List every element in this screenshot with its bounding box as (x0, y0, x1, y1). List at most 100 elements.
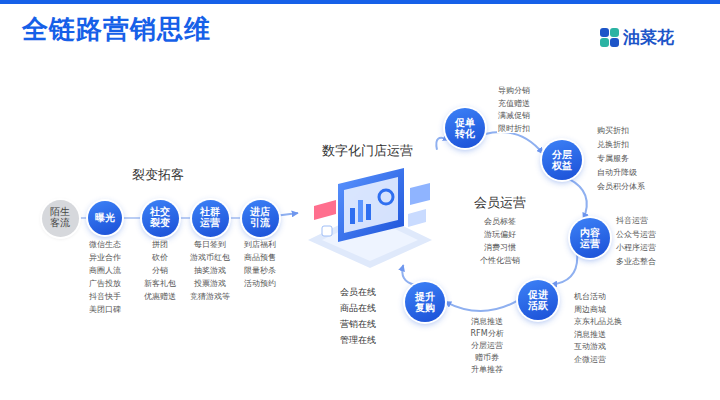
list-item: 消息推送 (470, 317, 504, 326)
chart-bar (366, 204, 371, 220)
list-item: 互动游戏 (573, 342, 607, 351)
online-item: 营销在线 (339, 319, 377, 329)
source-circle: 陌生客流 (42, 200, 79, 237)
list-item: 新客礼包 (143, 279, 177, 288)
list-item: 导购分销 (497, 86, 531, 95)
online-item: 商品在线 (339, 303, 377, 313)
node-label: 陌生客流 (50, 207, 71, 229)
step-circle: 进店引流 (242, 200, 279, 237)
chain-line (229, 217, 242, 219)
list-item: 商品预售 (243, 253, 277, 262)
cycle-circle: 内容运营 (570, 218, 610, 258)
node-label: 社群运营 (200, 207, 221, 229)
logo-square (610, 28, 619, 37)
flow-arrow (436, 138, 449, 150)
node-label: 促单转化 (454, 117, 476, 140)
list-item: 专属服务 (596, 154, 630, 163)
store-illustration (308, 168, 432, 268)
list-item: 微信生态 (88, 240, 122, 249)
list-item: 广告投放 (88, 279, 122, 288)
step-circle: 曝光 (88, 201, 122, 235)
list-item: 砍价 (151, 253, 169, 262)
chain-line (179, 217, 192, 219)
list-item: 自动升降级 (596, 168, 638, 177)
list-item: 抖音快手 (88, 292, 122, 301)
top-bar (0, 0, 720, 4)
list-item: 到店福利 (243, 240, 277, 249)
node-label: 提升复购 (414, 291, 436, 314)
logo-square (610, 38, 619, 47)
list-item: 活动预约 (243, 279, 277, 288)
list-item: 游戏币红包 (189, 253, 231, 262)
list-item: RFM分析 (469, 329, 504, 338)
list-item: 分销 (151, 266, 169, 275)
flow-arrow (402, 265, 415, 285)
list-item: 优惠赠送 (143, 292, 177, 301)
logo-square (600, 28, 609, 37)
logo-square (600, 38, 609, 47)
list-item: 异业合作 (88, 253, 122, 262)
list-item: 消息推送 (573, 330, 607, 339)
list-item: 抽奖游戏 (193, 266, 227, 275)
logo-icon (600, 28, 619, 47)
chart-ring (379, 190, 393, 204)
node-label: 数字化门店运营 (298, 143, 437, 159)
logo-text: 油菜花 (622, 28, 675, 48)
chain-line (122, 217, 142, 219)
flow-arrow (484, 132, 543, 154)
section-heading: 会员运营 (473, 196, 527, 211)
list-item: 投票游戏 (193, 279, 227, 288)
flow-arrow (278, 213, 298, 216)
list-item: 竞猜游戏等 (189, 292, 231, 301)
step-circle: 社交裂变 (142, 200, 179, 237)
node-label: 促进活跃 (527, 289, 549, 312)
list-item: 机台活动 (573, 292, 607, 301)
floating-card (410, 183, 430, 205)
screen-panel (344, 177, 398, 233)
list-item: 拼团 (151, 240, 169, 249)
cycle-circle: 促进活跃 (518, 280, 558, 320)
list-item: 会员标签 (483, 217, 517, 226)
page-title: 全链路营销思维 (22, 14, 211, 45)
list-item: 限时折扣 (497, 124, 531, 133)
cycle-circle: 促单转化 (445, 108, 485, 148)
list-item: 购买折扣 (596, 126, 630, 135)
floating-card (314, 200, 336, 220)
list-item: 个性化营销 (479, 256, 521, 265)
cycle-circle: 分层权益 (542, 140, 582, 180)
list-item: 兑换折扣 (596, 140, 630, 149)
list-item: 充值赠送 (497, 99, 531, 108)
flow-arrow (569, 179, 587, 219)
node-label: 社交裂变 (150, 207, 171, 229)
list-item: 企微运营 (573, 355, 607, 364)
section-heading: 裂变拓客 (131, 168, 185, 183)
list-item: 满减促销 (497, 111, 531, 120)
node-label: 曝光 (95, 213, 115, 224)
list-item: 每日签到 (193, 240, 227, 249)
list-item: 美团口碑 (88, 305, 122, 314)
online-item: 管理在线 (339, 335, 377, 345)
list-item: 会员积分体系 (596, 182, 646, 191)
list-item: 游玩偏好 (483, 230, 517, 239)
list-item: 限量秒杀 (243, 266, 277, 275)
list-item: 京东礼品兑换 (573, 317, 623, 326)
list-item: 升单推荐 (470, 365, 504, 374)
cycle-circle: 提升复购 (405, 282, 445, 322)
list-item: 分层运营 (470, 341, 504, 350)
screen (338, 168, 404, 242)
list-item: 小程序运营 (615, 243, 657, 252)
list-item: 抖音运营 (615, 216, 649, 225)
chain-line (79, 217, 89, 219)
node-label: 内容运营 (579, 227, 601, 250)
list-item: 商圈人流 (88, 266, 122, 275)
chart-bar (358, 200, 363, 222)
list-item: 多业态整合 (615, 257, 657, 266)
flow-arrow (445, 300, 518, 311)
online-item: 会员在线 (339, 287, 377, 297)
list-item: 公众号运营 (615, 230, 657, 239)
node-label: 分层权益 (551, 149, 573, 172)
step-circle: 社群运营 (192, 200, 229, 237)
store-illustration-node: 数字化门店运营 (298, 143, 437, 265)
node-label: 进店引流 (250, 207, 271, 229)
list-item: 赠币券 (474, 353, 500, 362)
